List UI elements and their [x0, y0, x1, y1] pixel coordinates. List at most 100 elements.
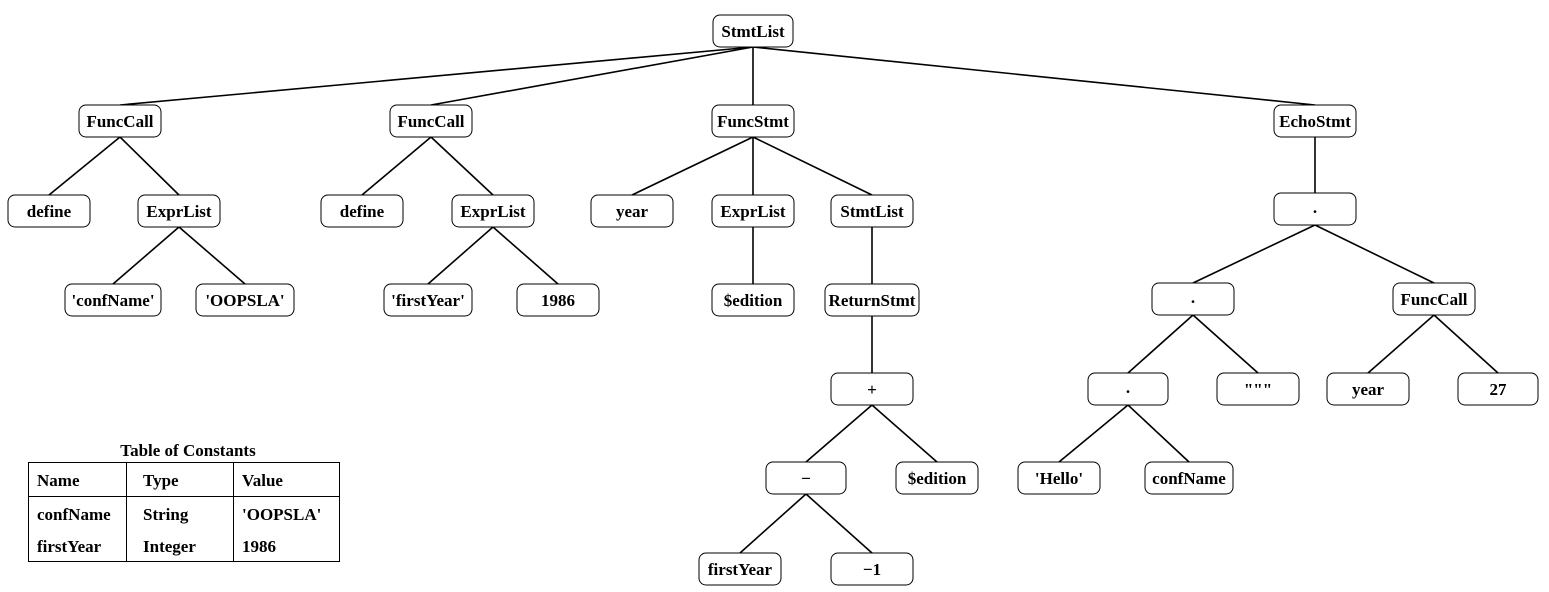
tree-node-year1: year — [590, 194, 674, 228]
tree-node-label: define — [27, 202, 72, 221]
tree-node-box — [895, 461, 979, 495]
tree-node-box — [712, 14, 794, 48]
header-divider — [29, 496, 339, 497]
tree-node-plus: + — [830, 372, 914, 406]
tree-node-box — [590, 194, 674, 228]
constants-table: Table of Constants Name Type Value confN… — [28, 440, 340, 562]
tree-node-label: . — [1126, 378, 1130, 397]
row-0-value: 'OOPSLA' — [242, 505, 322, 524]
tree-node-label: + — [867, 380, 877, 399]
tree-node-edition1: $edition — [711, 283, 795, 317]
tree-node-box — [64, 283, 162, 317]
tree-node-label: FuncCall — [397, 112, 464, 131]
tree-node-firstyear2: firstYear — [698, 552, 782, 586]
tree-node-label: ReturnStmt — [829, 291, 916, 310]
tree-node-fc2: FuncCall — [389, 104, 473, 138]
tree-node-confname1: 'confName' — [64, 283, 162, 317]
tree-node-box — [383, 283, 473, 317]
constants-table-title: Table of Constants — [120, 441, 256, 460]
tree-node-box — [195, 283, 295, 317]
tree-node-label: ExprList — [146, 202, 212, 221]
tree-node-edition2: $edition — [895, 461, 979, 495]
tree-node-label: FuncCall — [86, 112, 153, 131]
tree-node-label: firstYear — [708, 560, 773, 579]
tree-node-firstyear1: 'firstYear' — [383, 283, 473, 317]
tree-node-year2: year — [1326, 372, 1410, 406]
tree-node-box — [137, 194, 221, 228]
tree-node-label: $edition — [724, 291, 783, 310]
tree-node-fs: FuncStmt — [711, 104, 795, 138]
tree-node-n1986: 1986 — [516, 283, 600, 317]
tree-edge — [752, 136, 873, 196]
tree-node-label: − — [801, 469, 811, 488]
tree-node-ret: ReturnStmt — [824, 283, 920, 317]
tree-node-label: StmtList — [840, 202, 904, 221]
tree-edge — [1058, 404, 1129, 463]
tree-edges — [48, 46, 1499, 554]
header-name: Name — [37, 471, 80, 490]
tree-node-label: ExprList — [720, 202, 786, 221]
tree-node-label: 'firstYear' — [391, 291, 465, 310]
tree-node-box — [830, 372, 914, 406]
tree-edge — [871, 404, 938, 463]
tree-edge — [119, 46, 754, 106]
tree-node-fc3: FuncCall — [1392, 282, 1476, 316]
tree-node-box — [824, 283, 920, 317]
tree-edge — [1127, 404, 1190, 463]
tree-node-label: 1986 — [541, 291, 575, 310]
tree-node-box — [451, 194, 535, 228]
tree-node-label: year — [1352, 380, 1385, 399]
tree-edge — [631, 136, 754, 196]
tree-node-label: 'Hello' — [1035, 469, 1083, 488]
tree-node-oopsla: 'OOPSLA' — [195, 283, 295, 317]
tree-node-label: FuncCall — [1400, 290, 1467, 309]
tree-node-box — [830, 552, 914, 586]
tree-node-box — [711, 283, 795, 317]
tree-node-dot1: . — [1273, 192, 1357, 226]
tree-node-label: FuncStmt — [717, 112, 789, 131]
tree-node-el3: ExprList — [711, 194, 795, 228]
tree-node-box — [1216, 372, 1300, 406]
tree-node-el2: ExprList — [451, 194, 535, 228]
tree-node-label: 'OOPSLA' — [205, 291, 284, 310]
tree-node-box — [698, 552, 782, 586]
tree-edge — [1192, 224, 1316, 284]
constants-table-grid: Name Type Value confName String 'OOPSLA'… — [28, 462, 340, 562]
tree-node-box — [711, 194, 795, 228]
tree-node-root: StmtList — [712, 14, 794, 48]
tree-node-label: . — [1313, 198, 1317, 217]
tree-node-label: 27 — [1490, 380, 1508, 399]
column-divider — [233, 463, 234, 561]
tree-node-box — [1087, 372, 1169, 406]
tree-node-label: 'confName' — [71, 291, 154, 310]
tree-node-box — [320, 194, 404, 228]
tree-edge — [1367, 314, 1435, 374]
tree-node-sl2: StmtList — [830, 194, 914, 228]
tree-node-label: year — [616, 202, 649, 221]
tree-node-el1: ExprList — [137, 194, 221, 228]
tree-node-label: """ — [1244, 380, 1272, 399]
tree-node-fc1: FuncCall — [78, 104, 162, 138]
tree-node-confname2: confName — [1144, 461, 1234, 495]
tree-node-box — [830, 194, 914, 228]
tree-node-str: """ — [1216, 372, 1300, 406]
tree-node-box — [1017, 461, 1101, 495]
row-0-type: String — [143, 505, 189, 524]
tree-node-es: EchoStmt — [1273, 104, 1357, 138]
tree-node-box — [78, 104, 162, 138]
tree-edge — [178, 226, 246, 285]
tree-node-n27: 27 — [1457, 372, 1539, 406]
row-1-name: firstYear — [37, 537, 102, 556]
tree-node-def1: define — [7, 194, 91, 228]
tree-edge — [739, 493, 807, 554]
tree-edge — [1192, 314, 1259, 374]
tree-edge — [361, 136, 432, 196]
tree-node-box — [1392, 282, 1476, 316]
tree-node-def2: define — [320, 194, 404, 228]
tree-node-label: confName — [1152, 469, 1226, 488]
tree-edge — [48, 136, 121, 196]
tree-node-box — [389, 104, 473, 138]
tree-node-box — [516, 283, 600, 317]
tree-node-label: define — [340, 202, 385, 221]
